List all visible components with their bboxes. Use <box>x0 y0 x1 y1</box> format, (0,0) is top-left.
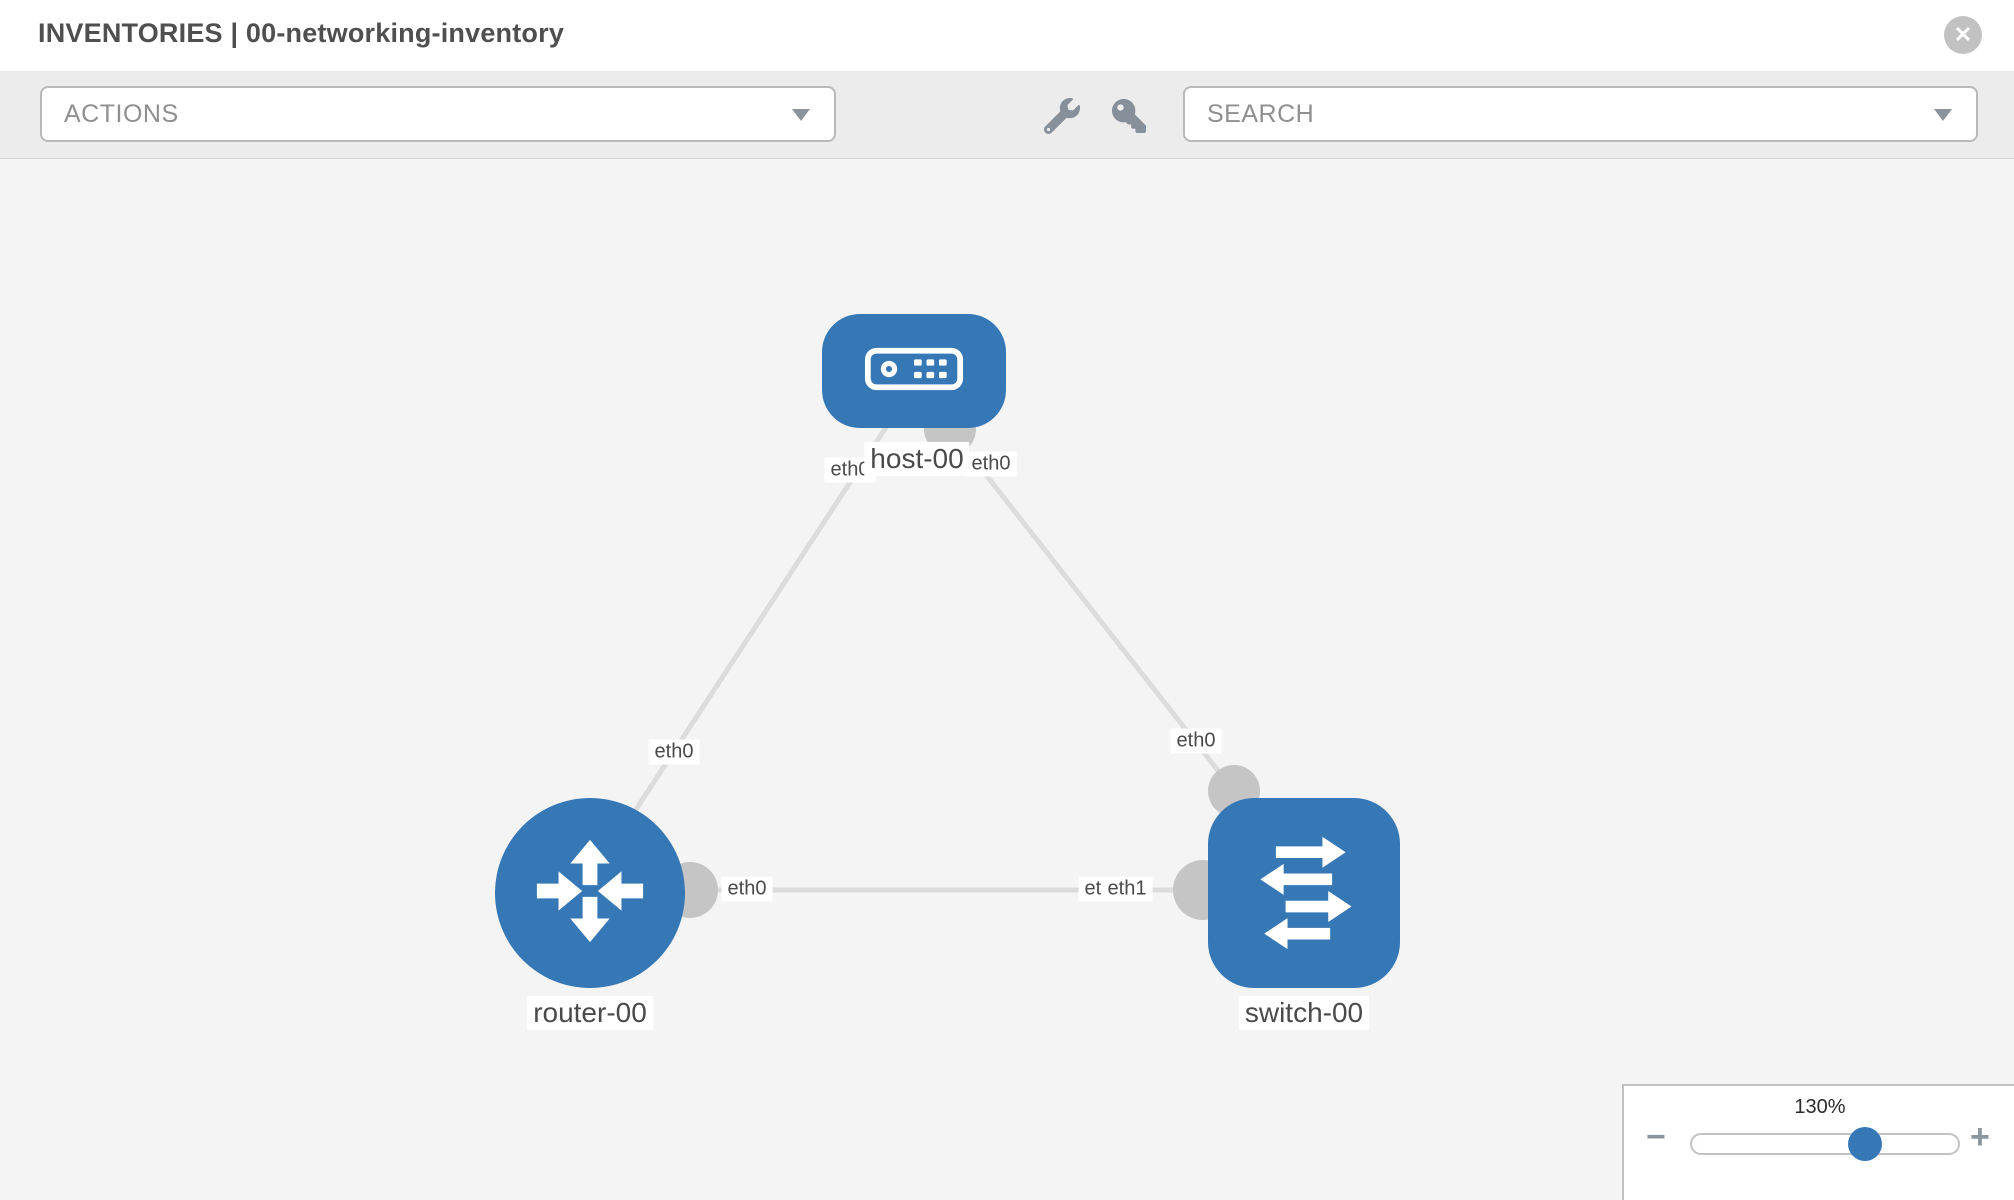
interface-label: eth0 <box>1170 728 1222 754</box>
topology-canvas[interactable]: eth0 eth0 eth0 eth0 eth0 eth0 eth1 host-… <box>0 159 2014 1200</box>
close-button[interactable]: ✕ <box>1944 16 1982 54</box>
plus-icon: + <box>1970 1118 1990 1156</box>
node-label-switch-00: switch-00 <box>1238 995 1370 1031</box>
actions-dropdown[interactable]: ACTIONS <box>40 86 836 142</box>
node-router-00[interactable] <box>495 798 685 988</box>
zoom-level-label: 130% <box>1794 1096 1846 1118</box>
node-label-router-00: router-00 <box>527 995 653 1031</box>
node-label-host-00: host-00 <box>864 441 970 477</box>
node-host-00[interactable] <box>822 314 1006 428</box>
node-switch-00[interactable] <box>1208 798 1400 988</box>
close-icon: ✕ <box>1953 22 1973 47</box>
interface-label: eth0 <box>648 739 700 765</box>
zoom-slider-handle[interactable] <box>1848 1127 1882 1161</box>
switch-icon <box>1241 828 1367 959</box>
wrench-icon <box>1044 98 1084 134</box>
minus-icon: − <box>1646 1118 1666 1156</box>
zoom-control-panel: 130% − + <box>1622 1084 2014 1200</box>
chevron-down-icon <box>1934 109 1952 121</box>
topology-links-layer <box>609 403 1260 920</box>
interface-label: eth0 <box>721 876 773 902</box>
key-icon <box>1112 99 1152 133</box>
host-icon <box>864 346 964 397</box>
search-dropdown[interactable]: SEARCH <box>1183 86 1978 142</box>
router-icon <box>531 832 649 955</box>
toolbar: ACTIONS SEARCH <box>0 72 2014 159</box>
configure-button[interactable] <box>1044 96 1084 136</box>
search-dropdown-label: SEARCH <box>1207 99 1315 128</box>
chevron-down-icon <box>792 109 810 121</box>
credentials-button[interactable] <box>1112 96 1152 136</box>
interface-label: eth1 <box>1101 876 1153 902</box>
header-bar: INVENTORIES | 00-networking-inventory ✕ <box>0 0 2014 72</box>
zoom-in-button[interactable]: + <box>1970 1120 1990 1154</box>
actions-dropdown-label: ACTIONS <box>64 99 179 128</box>
zoom-out-button[interactable]: − <box>1646 1120 1666 1154</box>
page-title: INVENTORIES | 00-networking-inventory <box>38 18 565 48</box>
interface-label: eth0 <box>965 451 1017 477</box>
zoom-slider-track[interactable] <box>1690 1127 1960 1161</box>
